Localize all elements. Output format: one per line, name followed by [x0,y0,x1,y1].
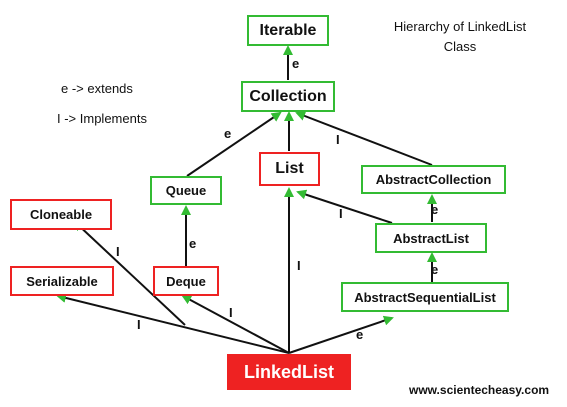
edge-label-linked-list-list: I [297,258,301,273]
edge-linked-list-deque [181,295,290,354]
node-serializable-label: Serializable [26,273,98,289]
edge-label-linked-list-cloneable: I [116,244,120,259]
node-linked-list-label: LinkedList [243,361,334,382]
node-abstract-collection: AbstractCollection [361,165,506,194]
node-abstract-list: AbstractList [375,223,487,253]
edge-abstract-collection-collection [295,111,433,166]
edge-label-linked-list-deque: I [229,305,233,320]
node-serializable: Serializable [10,266,114,296]
node-iterable-label: Iterable [259,21,317,39]
node-collection: Collection [241,81,335,112]
node-abstract-collection-label: AbstractCollection [375,172,492,187]
edge-label-collection-iterable: e [292,56,300,71]
node-queue-label: Queue [165,183,207,198]
edge-label-abstract-list-list: I [339,206,343,221]
node-deque: Deque [153,266,219,296]
edge-linked-list-abstract-sequential-list [288,315,394,354]
node-list: List [259,152,320,186]
node-cloneable: Cloneable [10,199,112,230]
edge-linked-list-serializable [56,293,290,354]
diagram-title-line-2: Class [443,39,477,54]
node-abstract-sequential-list: AbstractSequentialList [341,282,509,312]
node-queue: Queue [150,176,222,205]
diagram-title: Hierarchy of LinkedList Class [360,17,560,57]
node-deque-label: Deque [166,273,206,289]
edge-label-abstract-collection-collection: I [336,132,340,147]
edge-label-deque-queue: e [189,236,197,251]
edge-label-queue-collection: e [224,126,232,141]
diagram-title-line-1: Hierarchy of LinkedList [393,19,527,34]
node-collection-label: Collection [249,87,327,105]
edge-linked-list-cloneable [73,220,186,326]
node-iterable: Iterable [247,15,329,46]
node-abstract-sequential-list-label: AbstractSequentialList [354,289,496,305]
edge-label-abstract-list-abstract-collection: e [431,202,439,217]
legend-implements: I -> Implements [57,111,147,126]
node-linked-list: LinkedList [227,354,351,390]
edge-label-abstract-sequential-list-abstract-list: e [431,262,439,277]
node-list-label: List [275,160,304,177]
legend-extends: e -> extends [61,81,133,96]
edge-label-linked-list-abstract-sequential-list: e [356,327,364,342]
edge-abstract-list-list [296,189,393,224]
node-cloneable-label: Cloneable [29,207,93,222]
edge-label-linked-list-serializable: I [137,317,141,332]
website-url: www.scientecheasy.com [409,383,550,397]
node-abstract-list-label: AbstractList [393,230,469,246]
edge-queue-collection [186,111,282,177]
